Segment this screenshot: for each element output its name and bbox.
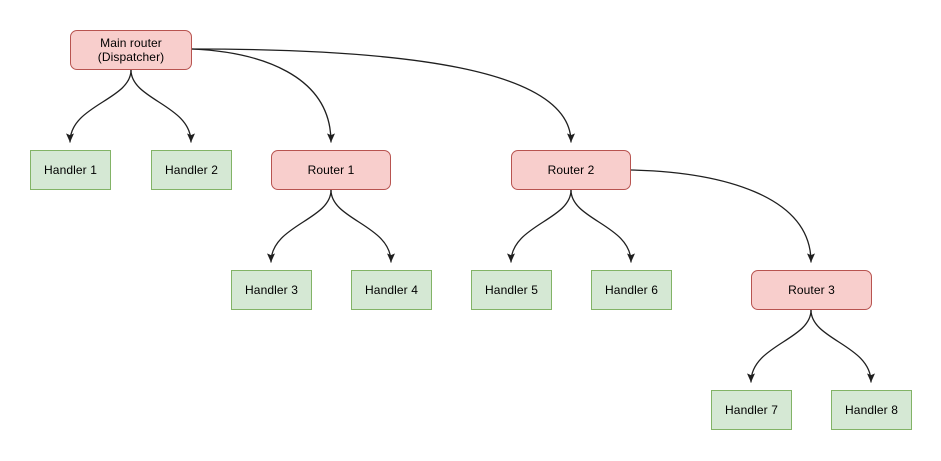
node-label-router-1: Router 1 bbox=[307, 163, 355, 177]
node-handler-4[interactable]: Handler 4 bbox=[351, 270, 432, 310]
edge-router2-to-handler-5 bbox=[507, 189, 572, 263]
node-label-handler-6: Handler 6 bbox=[605, 283, 658, 297]
edge-main-to-handler-2 bbox=[130, 69, 195, 143]
edge-main-to-router-2 bbox=[191, 48, 575, 143]
node-router-2[interactable]: Router 2 bbox=[511, 150, 631, 190]
edge-router3-to-handler-8 bbox=[810, 309, 875, 383]
edge-router3-to-handler-7 bbox=[747, 309, 812, 383]
node-handler-5[interactable]: Handler 5 bbox=[471, 270, 552, 310]
node-label-handler-1: Handler 1 bbox=[44, 163, 97, 177]
node-handler-1[interactable]: Handler 1 bbox=[30, 150, 111, 190]
node-label-handler-4: Handler 4 bbox=[365, 283, 418, 297]
node-label-handler-3: Handler 3 bbox=[245, 283, 298, 297]
node-handler-6[interactable]: Handler 6 bbox=[591, 270, 672, 310]
edge-main-to-handler-1 bbox=[66, 69, 132, 143]
node-main-router[interactable]: Main router (Dispatcher) bbox=[70, 30, 192, 70]
node-router-3[interactable]: Router 3 bbox=[751, 270, 872, 310]
edge-router2-to-handler-6 bbox=[570, 189, 635, 263]
node-label-main-router: Main router (Dispatcher) bbox=[97, 36, 165, 64]
node-label-handler-2: Handler 2 bbox=[165, 163, 218, 177]
node-router-1[interactable]: Router 1 bbox=[271, 150, 391, 190]
node-handler-8[interactable]: Handler 8 bbox=[831, 390, 912, 430]
edge-group bbox=[66, 48, 875, 383]
node-label-handler-7: Handler 7 bbox=[725, 403, 778, 417]
node-label-router-3: Router 3 bbox=[788, 283, 835, 297]
edge-router1-to-handler-4 bbox=[330, 189, 395, 263]
node-label-handler-5: Handler 5 bbox=[485, 283, 538, 297]
edge-router1-to-handler-3 bbox=[267, 189, 332, 263]
node-handler-2[interactable]: Handler 2 bbox=[151, 150, 232, 190]
node-label-handler-8: Handler 8 bbox=[845, 403, 898, 417]
edge-router2-to-router-3 bbox=[630, 169, 815, 263]
node-handler-3[interactable]: Handler 3 bbox=[231, 270, 312, 310]
node-handler-7[interactable]: Handler 7 bbox=[711, 390, 792, 430]
node-label-router-2: Router 2 bbox=[547, 163, 595, 177]
edge-main-to-router-1 bbox=[191, 48, 335, 143]
